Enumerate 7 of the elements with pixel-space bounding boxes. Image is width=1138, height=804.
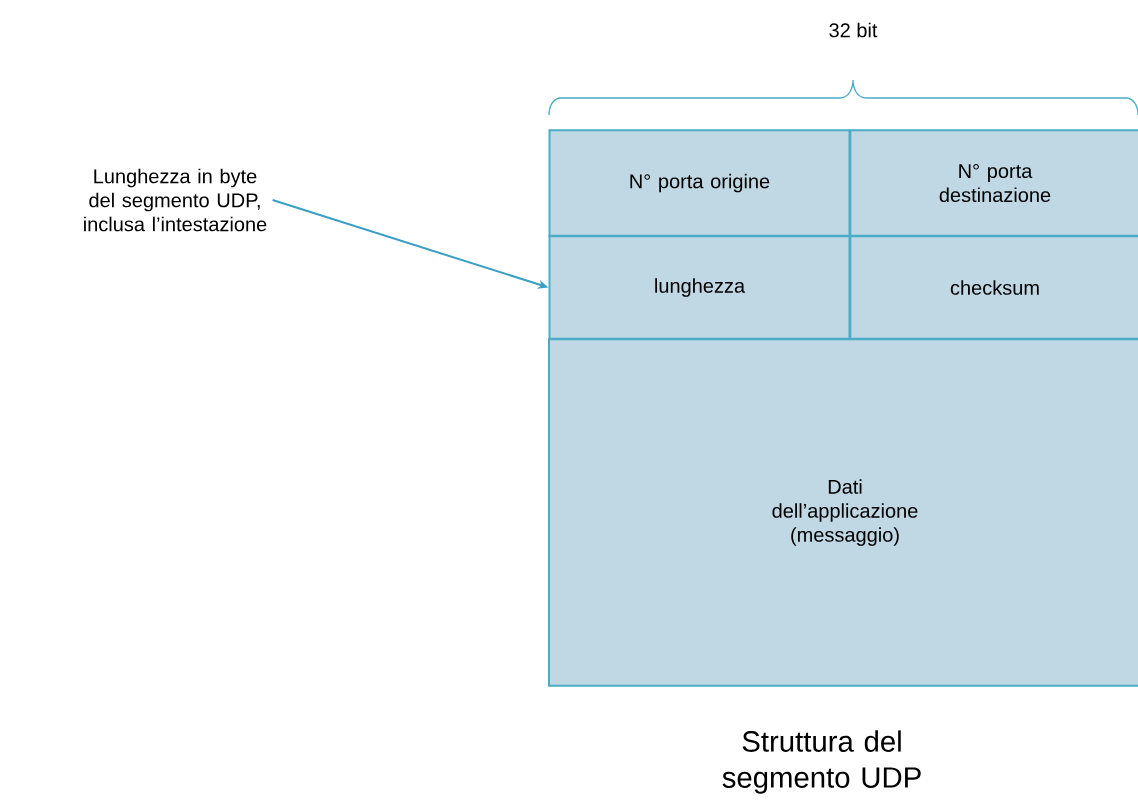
annotation-text: Lunghezza in byte del segmento UDP, inclusa l’intestazione (84, 168, 267, 232)
field-cell: lunghezza (548, 235, 851, 340)
caption: Struttura del segmento UDP (722, 730, 921, 794)
dimension-label: 32 bit (829, 22, 878, 38)
field-cell: N° porta destinazione (849, 129, 1138, 237)
field-cell: checksum (849, 235, 1138, 340)
field-cell: N° porta origine (548, 129, 851, 237)
